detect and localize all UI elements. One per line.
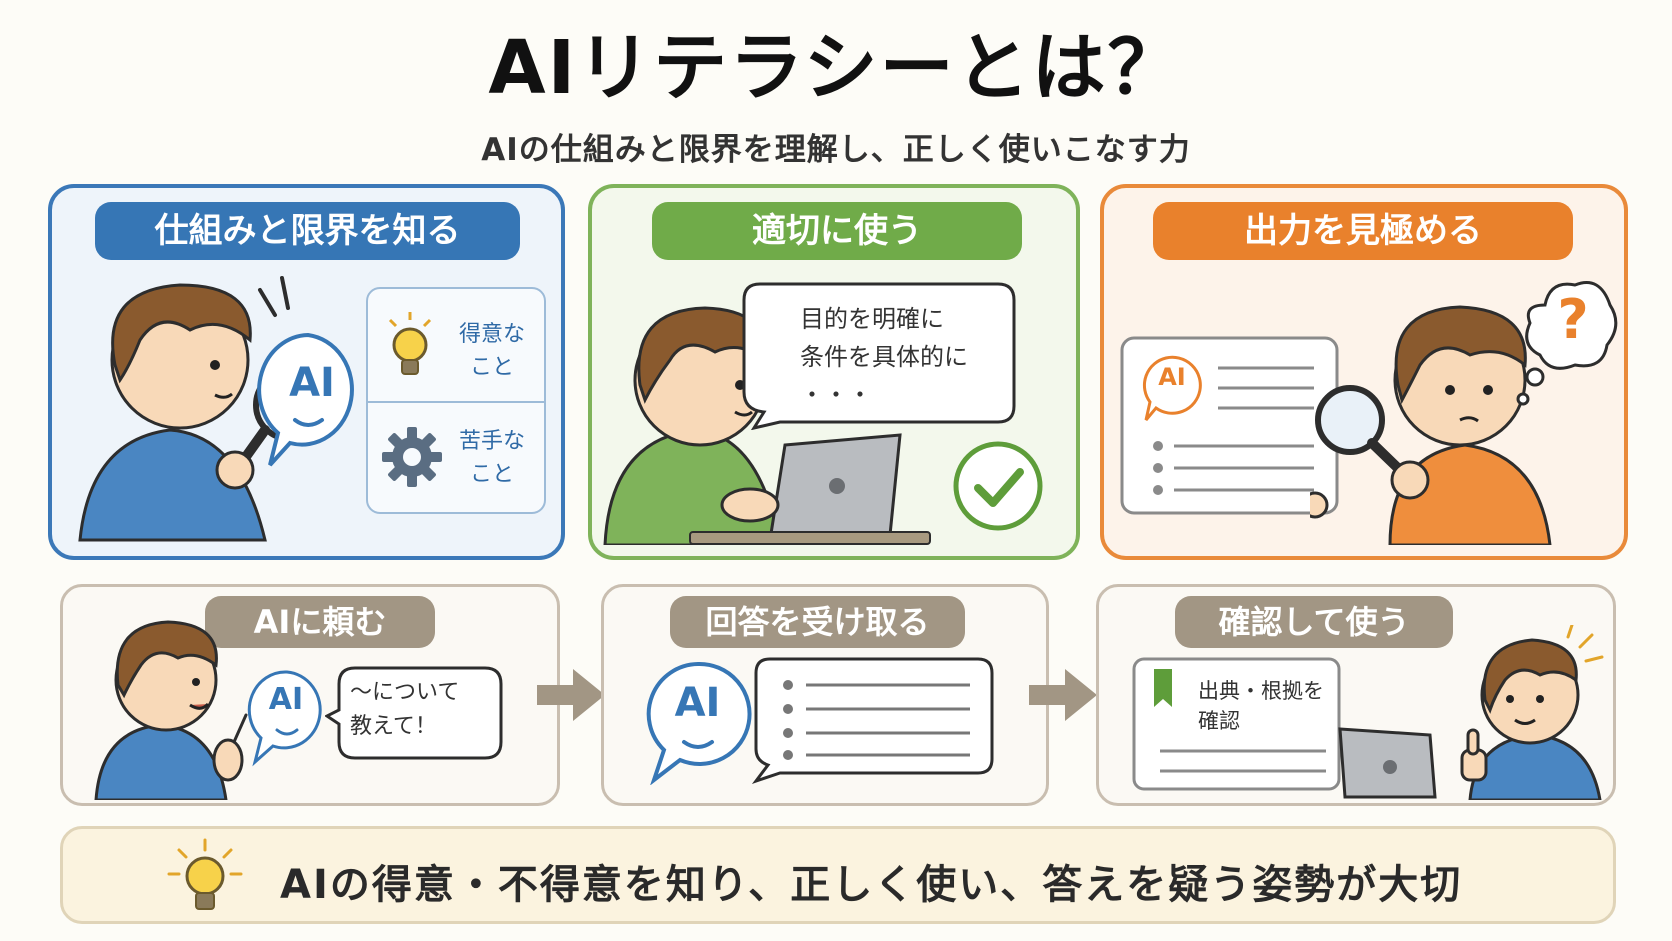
ai-speech-bubble [257,332,354,467]
box-divider [368,401,544,403]
strengths-line-2: こと [469,355,514,380]
lightbulb-icon [388,312,432,375]
instruction-line-2: 条件を具体的に [800,343,968,371]
boy-examining-illustration [1310,305,1552,545]
boy-thumbs-up-illustration [1460,625,1604,800]
source-check-text: 出典・根拠を 確認 [1198,676,1348,736]
source-check-line-2: 確認 [1198,709,1240,733]
weaknesses-label: 苦手な こと [448,425,536,491]
panel-use-properly-heading: 適切に使う [652,202,1022,260]
panel-evaluate-output-heading: 出力を見極める [1153,202,1573,260]
strengths-line-1: 得意な [458,322,525,347]
question-speech-bubble [325,666,503,760]
answer-document [751,657,994,784]
panel-know-limits-heading: 仕組みと限界を知る [95,202,520,260]
step-ask-ai-tag: AIに頼む [205,596,435,648]
ai-label: AI [289,360,335,406]
ai-label: AI [268,682,304,717]
lightbulb-icon [167,838,243,910]
boy-with-magnifier-illustration [78,276,327,542]
checkmark-icon [953,441,1043,531]
thought-cloud [1516,281,1618,406]
weaknesses-line-1: 苦手な [458,429,525,454]
boy-asking-illustration [94,620,248,800]
question-mark-icon: ? [1557,288,1589,351]
question-line-2: 教えて！ [350,714,437,739]
source-check-document [1132,657,1341,791]
strengths-label: 得意な こと [448,318,536,384]
laptop-icon [1338,727,1437,799]
ai-label: AI [674,680,721,726]
gear-icon [382,427,442,487]
footer-banner [60,826,1616,924]
arrow-right-icon [537,669,605,721]
step-receive-answer-tag: 回答を受け取る [670,596,965,648]
question-text: 〜について 教えて！ [350,676,500,744]
instruction-text: 目的を明確に 条件を具体的に ・・・ [800,300,1010,414]
boy-at-laptop-illustration [603,306,931,545]
ai-label: AI [1158,363,1186,391]
instruction-line-1: 目的を明確に [800,305,944,333]
weaknesses-line-2: こと [469,462,514,487]
arrow-right-icon [1029,669,1097,721]
page-subtitle: AIの仕組みと限界を理解し、正しく使いこなす力 [481,132,1191,168]
source-check-line-1: 出典・根拠を [1198,679,1324,703]
ai-speech-bubble [646,661,752,785]
question-line-1: 〜について [350,680,460,705]
ai-speech-bubble [247,670,322,767]
ai-output-document [1120,336,1339,515]
page-title: AIリテラシーとは？ [488,25,1184,111]
instruction-line-3: ・・・ [800,381,872,409]
instruction-speech-bubble [742,282,1016,430]
footer-message: AIの得意・不得意を知り、正しく使い、答えを疑う姿勢が大切 [280,862,1463,908]
step-verify-and-use-tag: 確認して使う [1175,596,1453,648]
